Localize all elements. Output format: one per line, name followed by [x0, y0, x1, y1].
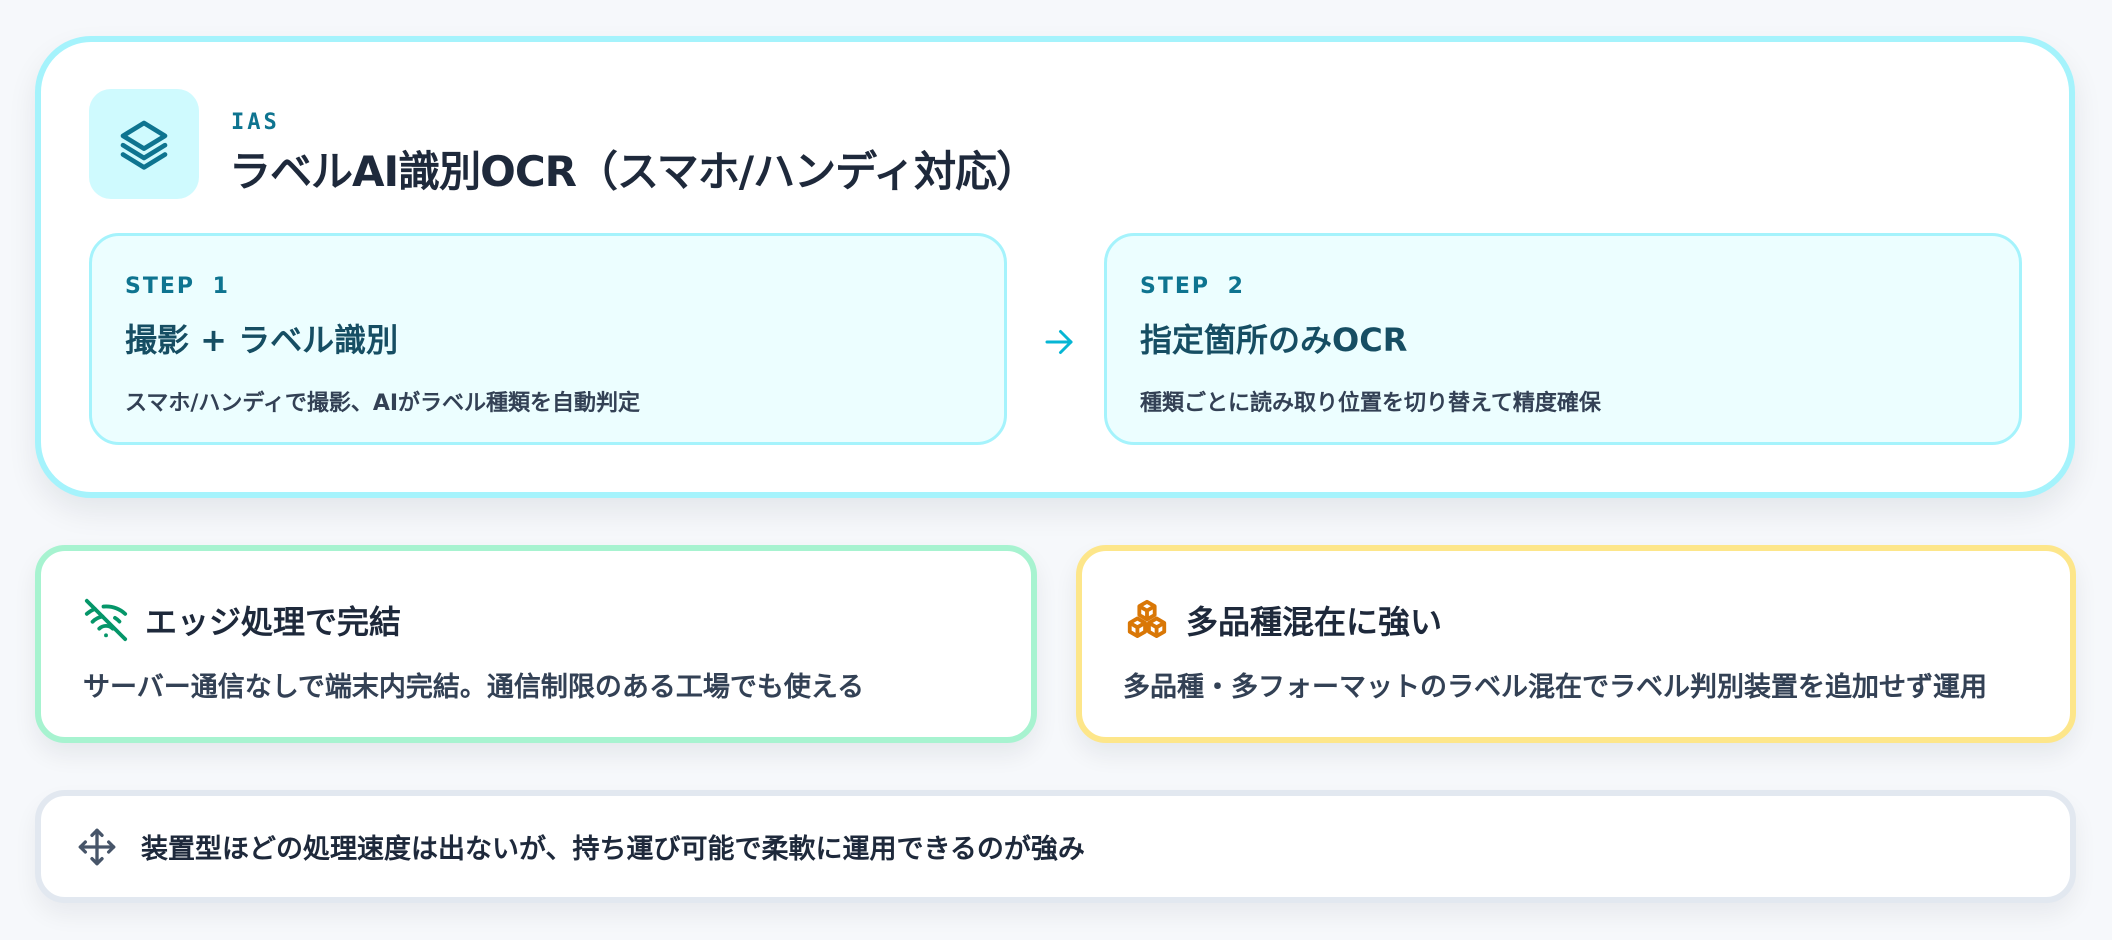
feature-description: 多品種・多フォーマットのラベル混在でラベル判別装置を追加せず運用 — [1123, 672, 1987, 703]
hero-card: IAS ラベルAI識別OCR（スマホ/ハンディ対応） STEP 1 撮影 + ラ… — [35, 36, 2075, 498]
move-icon — [78, 828, 116, 865]
step-label: STEP 1 — [125, 274, 230, 299]
feature-title: 多品種混在に強い — [1186, 603, 1443, 641]
step-description: スマホ/ハンディで撮影、AIがラベル種類を自動判定 — [125, 391, 641, 416]
step-description: 種類ごとに読み取り位置を切り替えて精度確保 — [1140, 391, 1601, 416]
feature-card-multi-product: 多品種混在に強い 多品種・多フォーマットのラベル混在でラベル判別装置を追加せず運… — [1076, 545, 2076, 743]
layers-icon — [120, 120, 168, 170]
step-card-1: STEP 1 撮影 + ラベル識別 スマホ/ハンディで撮影、AIがラベル種類を自… — [89, 233, 1007, 445]
step-card-2: STEP 2 指定箇所のみOCR 種類ごとに読み取り位置を切り替えて精度確保 — [1104, 233, 2022, 445]
arrow-right-icon — [1045, 330, 1073, 354]
step-title: 指定箇所のみOCR — [1140, 321, 1408, 359]
hero-icon-box — [89, 89, 199, 199]
page-title: ラベルAI識別OCR（スマホ/ハンディ対応） — [229, 147, 1038, 196]
boxes-icon — [1127, 599, 1167, 639]
hero-kicker: IAS — [231, 110, 280, 135]
feature-title: エッジ処理で完結 — [145, 603, 402, 641]
note-card: 装置型ほどの処理速度は出ないが、持ち運び可能で柔軟に運用できるのが強み — [35, 790, 2076, 903]
feature-card-edge: エッジ処理で完結 サーバー通信なしで端末内完結。通信制限のある工場でも使える — [35, 545, 1037, 743]
wifi-off-icon — [84, 598, 128, 642]
feature-description: サーバー通信なしで端末内完結。通信制限のある工場でも使える — [83, 672, 865, 703]
step-label: STEP 2 — [1140, 274, 1245, 299]
feature-header: エッジ処理で完結 — [83, 597, 1031, 643]
step-title: 撮影 + ラベル識別 — [125, 321, 399, 359]
feature-header: 多品種混在に強い — [1124, 597, 2070, 643]
note-text: 装置型ほどの処理速度は出ないが、持ち運び可能で柔軟に運用できるのが強み — [141, 834, 1085, 865]
step-connector — [1039, 322, 1079, 362]
